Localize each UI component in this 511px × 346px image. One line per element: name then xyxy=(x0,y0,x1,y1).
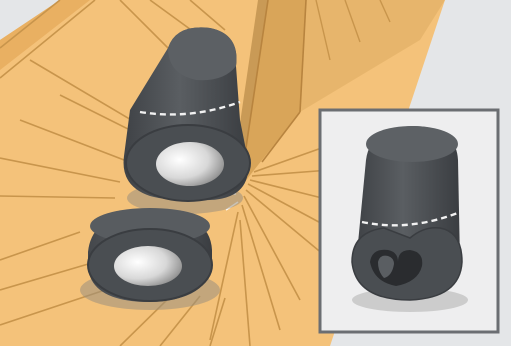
inset-detail xyxy=(320,110,498,332)
long-sleeve-bore xyxy=(156,142,224,186)
short-sleeve-bore xyxy=(114,246,182,286)
short-foam-sleeve xyxy=(80,208,220,310)
